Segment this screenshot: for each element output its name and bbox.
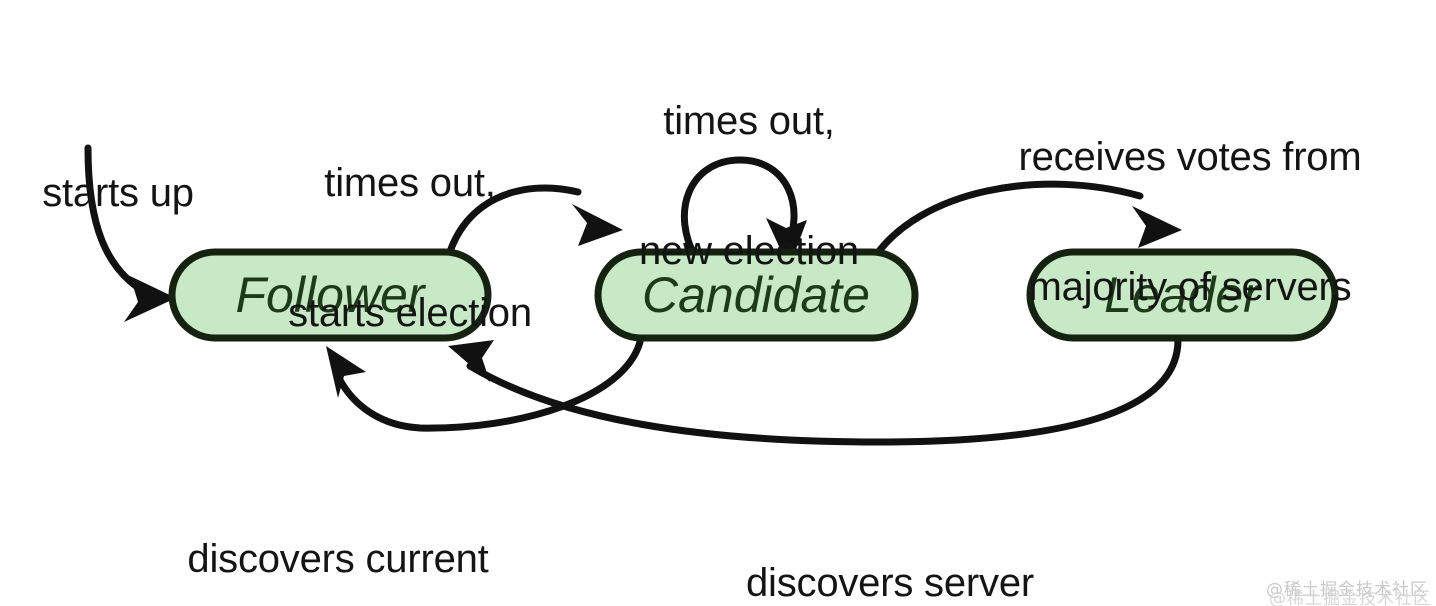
edge-candidate-to-follower <box>326 338 644 432</box>
edge-label-follower-to-candidate-line-2: starts election <box>288 290 532 335</box>
edge-label-starts-up-line-1: starts up <box>42 171 194 216</box>
watermark: @稀土掘金技术社区 @稀土掘金技术社区 <box>1266 575 1430 606</box>
edge-label-starts-up: starts up <box>18 86 218 302</box>
state-node-leader-shape[interactable] <box>1026 248 1339 342</box>
state-node-follower-label: Follower <box>236 267 427 323</box>
edge-candidate-to-leader-arrowhead <box>1132 206 1182 248</box>
state-node-candidate[interactable]: Candidate <box>594 248 919 342</box>
edge-label-candidate-self-loop: times out, new election <box>594 14 904 360</box>
edge-candidate-self-loop-arrowhead <box>766 218 807 268</box>
edge-label-candidate-self-loop-line-2: new election <box>639 228 859 273</box>
edge-candidate-self-loop <box>680 156 807 268</box>
edge-candidate-to-follower-arrowhead <box>326 346 366 398</box>
watermark-text-ghost: @稀土掘金技术社区 <box>1269 589 1431 606</box>
state-node-follower-shape[interactable] <box>168 248 492 342</box>
edge-label-follower-to-candidate-line-1: times out, <box>324 161 496 206</box>
state-node-candidate-label: Candidate <box>642 267 870 323</box>
edge-label-candidate-self-loop-line-1: times out, <box>663 99 835 144</box>
edge-leader-to-follower-arrowhead <box>448 340 494 382</box>
edge-start-to-follower <box>84 144 176 322</box>
edge-label-candidate-to-leader-line-2: majority of servers <box>1028 264 1352 309</box>
edge-label-leader-to-follower-line-1: discovers server <box>746 561 1034 606</box>
state-node-leader-label: Leader <box>1104 267 1262 323</box>
edge-follower-to-candidate <box>443 184 623 266</box>
edge-label-candidate-to-leader-line-1: receives votes from <box>1018 135 1362 180</box>
edge-start-to-follower-arrowhead <box>124 276 176 322</box>
edge-follower-to-candidate-path <box>443 184 582 266</box>
edge-candidate-self-loop-path <box>680 156 798 266</box>
edge-candidate-to-follower-path <box>332 338 644 432</box>
state-node-leader[interactable]: Leader <box>1026 248 1339 342</box>
edge-label-leader-to-follower: discovers server with higher term <box>690 476 1090 606</box>
edge-candidate-to-leader-path <box>870 180 1144 262</box>
state-node-candidate-shape[interactable] <box>594 248 919 342</box>
edge-label-candidate-to-follower: discovers current leader or new term <box>116 452 560 606</box>
edge-label-follower-to-candidate: times out, starts election <box>240 76 580 422</box>
edge-label-candidate-to-leader: receives votes from majority of servers <box>954 50 1426 396</box>
edge-candidate-to-leader <box>870 180 1182 262</box>
edge-label-candidate-to-follower-line-1: discovers current <box>187 537 489 582</box>
state-node-follower[interactable]: Follower <box>168 248 492 342</box>
edge-follower-to-candidate-arrowhead <box>572 204 623 246</box>
watermark-text: @稀土掘金技术社区 <box>1266 580 1428 600</box>
